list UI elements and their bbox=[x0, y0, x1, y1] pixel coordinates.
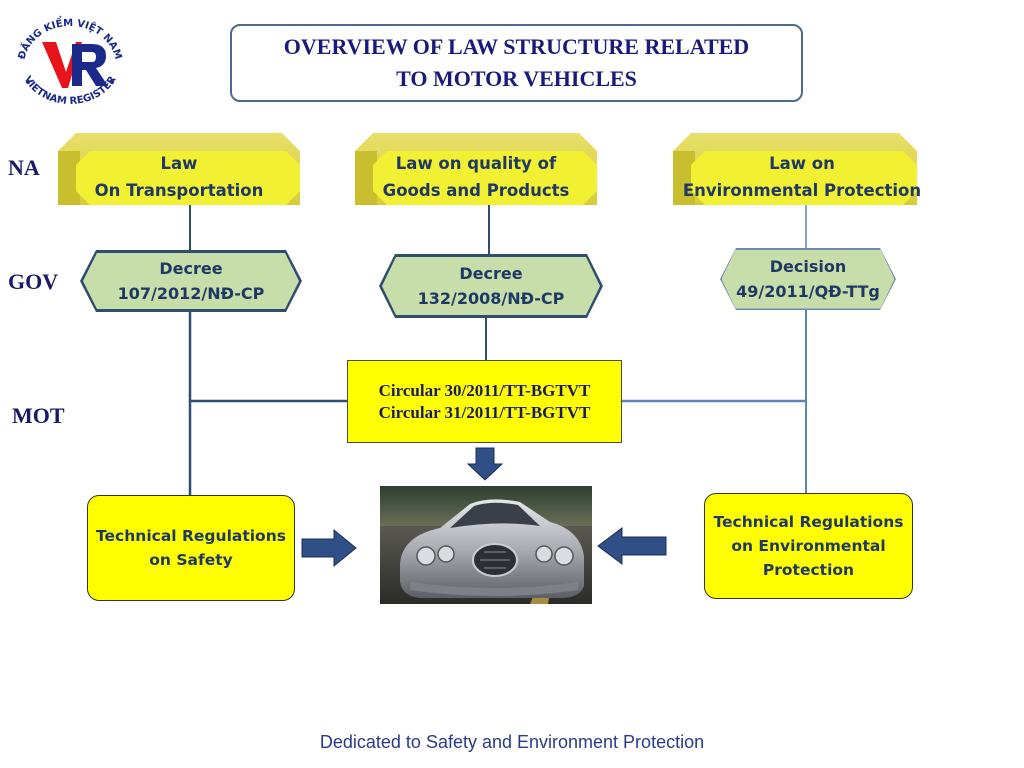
car-image bbox=[380, 486, 592, 604]
row-label-gov: GOV bbox=[8, 269, 59, 294]
down-arrow-icon bbox=[467, 447, 503, 481]
tech-regulations-safety: Technical Regulations on Safety bbox=[87, 495, 295, 601]
decree-107-2012: Decree 107/2012/NĐ-CP bbox=[80, 250, 302, 312]
decision-49-label: Decision 49/2011/QĐ-TTg bbox=[722, 250, 895, 309]
left-arrow-icon bbox=[597, 527, 667, 565]
law-transportation-label: Law On Transportation bbox=[94, 154, 264, 200]
decree-132-2008: Decree 132/2008/NĐ-CP bbox=[379, 254, 603, 318]
logo-icon: ĐĂNG KIỂM VIỆT NAM VIETNAM REGISTER bbox=[17, 15, 124, 108]
circulars-box: Circular 30/2011/TT-BGTVT Circular 31/20… bbox=[347, 360, 622, 443]
footer-tagline: Dedicated to Safety and Environment Prot… bbox=[319, 732, 705, 752]
decree-107-label: Decree 107/2012/NĐ-CP bbox=[83, 253, 299, 309]
tech-regulations-environment: Technical Regulations on Environmental P… bbox=[704, 493, 913, 599]
row-label-mot: MOT bbox=[12, 403, 65, 428]
decree-132-label: Decree 132/2008/NĐ-CP bbox=[382, 257, 600, 315]
vietnam-register-logo: ĐĂNG KIỂM VIỆT NAM VIETNAM REGISTER bbox=[10, 14, 130, 108]
title-line-2: TO MOTOR VEHICLES bbox=[396, 66, 637, 91]
law-quality-goods-products: Law on quality of Goods and Products bbox=[355, 133, 597, 205]
car-icon bbox=[380, 486, 592, 604]
page-title: OVERVIEW OF LAW STRUCTURE RELATED TO MOT… bbox=[230, 24, 803, 102]
law-environment-label: Law on Environmental Protection bbox=[682, 154, 922, 200]
law-environmental-protection: Law on Environmental Protection bbox=[673, 133, 921, 205]
law-on-transportation: Law On Transportation bbox=[58, 133, 300, 205]
right-arrow-icon bbox=[301, 528, 357, 568]
title-line-1: OVERVIEW OF LAW STRUCTURE RELATED bbox=[283, 34, 750, 59]
decision-49-2011: Decision 49/2011/QĐ-TTg bbox=[720, 248, 896, 310]
law-quality-label: Law on quality of Goods and Products bbox=[382, 154, 570, 200]
row-label-na: NA bbox=[8, 155, 40, 180]
